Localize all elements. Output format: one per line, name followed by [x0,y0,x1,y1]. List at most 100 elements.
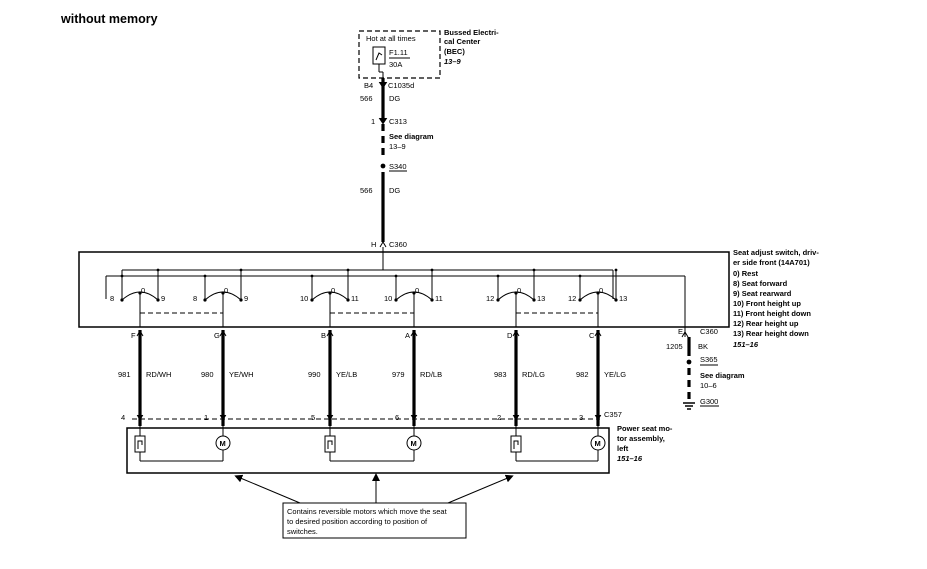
connector-pin-icon [219,330,227,337]
see-diagram-ref-2: 10–6 [700,381,717,390]
connector-c1035d-icon [378,81,388,89]
motor-pin: 6 [395,413,399,422]
wire-990: B 990 YE/LB 5 [308,330,357,426]
splice-s340: S340 [389,162,407,171]
circuit-566-a: 566 [360,94,373,103]
note-line-1: Contains reversible motors which move th… [287,507,448,516]
color-dg-b: DG [389,186,400,195]
switch-position-12: 12) Rear height up [733,319,799,328]
switch-pos-label-left: 8 [193,294,197,303]
wire-circuit: 983 [494,370,507,379]
switch-position-0: 0) Rest [733,269,759,278]
note-line-2: to desired position according to positio… [287,517,428,526]
motor-label-3: left [617,444,629,453]
switch-pos-label-mid: 0 [415,286,419,295]
motor-pin: 4 [121,413,125,422]
circuit-breaker-icon [134,435,146,453]
wire-circuit: 990 [308,370,321,379]
wire-circuit: 982 [576,370,589,379]
splice-s340-dot [380,163,386,169]
switch-pos-label-right: 9 [161,294,165,303]
wire-pin-F: F [131,331,136,340]
pin-1: 1 [371,117,375,126]
bec-fuse-box: Hot at all times F1.11 30A Bussed Electr… [358,28,499,79]
note-arrow-right [447,474,514,504]
motor-assembly-box [126,427,610,474]
wire-color: YE/WH [229,370,254,379]
motor-pin: 3 [579,413,583,422]
switch-pos-label-mid: 0 [141,286,145,295]
fuse-element-icon [375,52,383,61]
switch-pos-label-mid: 0 [331,286,335,295]
motor-pin: 2 [497,413,501,422]
switch-pos-label-mid: 0 [517,286,521,295]
connector-c360-top-icon [379,241,387,248]
see-diagram-ref-1: 13–9 [389,142,406,151]
splice-s365-dot [686,359,692,365]
connector-c357-pin-icon [594,414,602,421]
switch-contact-1: 809 [110,268,165,327]
wire-pin-A: A [405,331,410,340]
bec-dashed-box [358,30,441,79]
color-dg-a: DG [389,94,400,103]
wire-pin-D: D [507,331,513,340]
switch-contact-2: 8 0 9 [193,268,248,327]
wire-color: RD/WH [146,370,171,379]
circuit-breaker-icon [324,435,336,453]
connector-c313-icon [378,117,388,125]
switch-pos-label-left: 10 [384,294,392,303]
note-line-3: switches. [287,527,318,536]
bec-ref: 13–9 [444,57,462,66]
wire-color: YE/LB [336,370,357,379]
connector-pin-icon [410,330,418,337]
switch-pos-label-right: 9 [244,294,248,303]
switch-ref: 151–16 [733,340,759,349]
switch-position-9: 9) Seat rearward [733,289,792,298]
note-arrow-left [234,474,301,504]
connector-c1035d: C1035d [388,81,414,90]
see-diagram-label-2: See diagram [700,371,745,380]
hot-at-all-times-label: Hot at all times [366,34,416,43]
switch-pos-label-right: 11 [435,294,443,303]
wire-color: RD/LB [420,370,442,379]
feed-circuit: B4 C1035d 566 DG 1 C313 See diagram 13–9… [360,78,434,249]
circuit-566-b: 566 [360,186,373,195]
wire-pin-G: G [214,331,220,340]
wire-pin-C: C [589,331,595,340]
wire-pin-B: B [321,331,326,340]
seat-motor-2: M [324,426,422,462]
ground-g300: G300 [700,397,718,406]
motor-pin: 1 [204,413,208,422]
note-box [282,502,467,539]
ground-color-bk: BK [698,342,708,351]
connector-c357: C357 [604,410,622,419]
motor-symbol: M [595,439,601,448]
switch-label-2: er side front (14A701) [733,258,810,267]
motor-symbol: M [220,439,226,448]
connector-c313: C313 [389,117,407,126]
ground-connector-c360: C360 [700,327,718,336]
switch-position-8: 8) Seat forward [733,279,788,288]
circuit-breaker-icon [510,435,522,453]
connector-c360-top: C360 [389,240,407,249]
connector-pin-icon [136,330,144,337]
ground-pin-e: E [678,327,683,336]
switch-pos-label-right: 13 [619,294,627,303]
motor-pin: 5 [311,413,315,422]
switch-pos-label-mid: 0 [224,286,228,295]
splice-s365: S365 [700,355,718,364]
switch-pos-label-left: 12 [568,294,576,303]
switch-position-11: 11) Front height down [733,309,811,318]
switch-label-1: Seat adjust switch, driv- [733,248,819,257]
motor-ref: 151–16 [617,454,643,463]
